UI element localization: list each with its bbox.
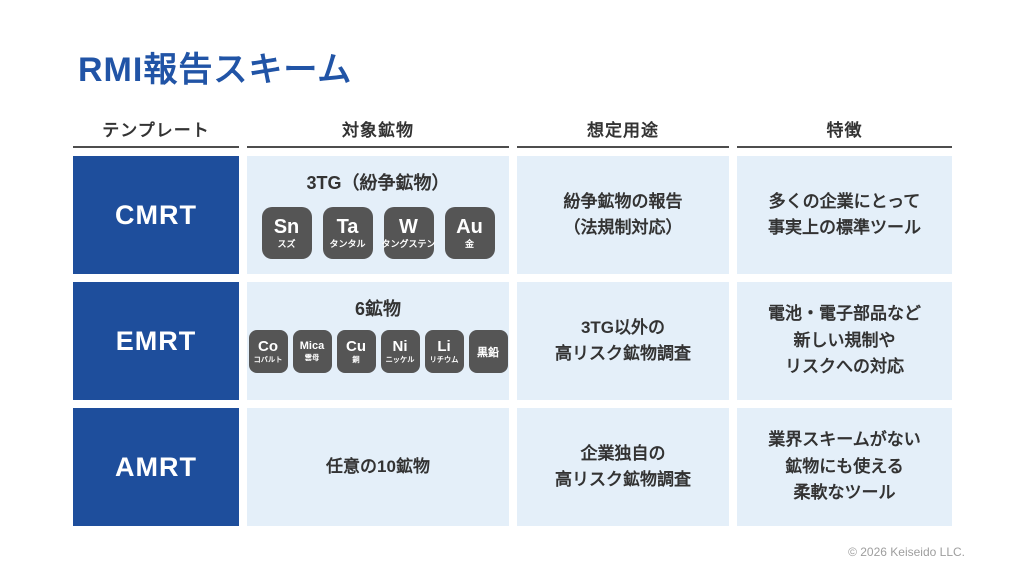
tile-symbol: Li: [437, 337, 451, 355]
use-cell-amrt: 企業独自の 高リスク鉱物調査: [517, 408, 729, 526]
mineral-tile-cu: Cu 銅: [336, 330, 376, 373]
use-cell-emrt: 3TG以外の 高リスク鉱物調査: [517, 282, 729, 400]
mineral-tiles-emrt: Co コバルト Mica 雲母 Cu 銅 Ni ニッケル Li リチウム: [248, 330, 508, 373]
footer-copyright: © 2026 Keiseido LLC.: [848, 545, 965, 559]
tile-symbol: Au: [456, 215, 483, 238]
mineral-tile-w: W タングステン: [381, 207, 436, 259]
tile-symbol: Sn: [273, 215, 300, 238]
tile-label: タングステン: [381, 238, 436, 249]
template-cell-amrt: AMRT: [73, 408, 239, 526]
tile-symbol: 黒鉛: [477, 346, 499, 359]
column-header-features: 特徴: [737, 120, 952, 148]
feature-cell-cmrt: 多くの企業にとって 事実上の標準ツール: [737, 156, 952, 274]
rmi-scheme-table: テンプレート 対象鉱物 想定用途 特徴 CMRT 3TG（紛争鉱物） Sn スズ…: [73, 120, 952, 526]
column-header-intended-use: 想定用途: [517, 120, 729, 148]
tile-label: リチウム: [429, 355, 459, 364]
minerals-cell-emrt: 6鉱物 Co コバルト Mica 雲母 Cu 銅 Ni ニッケル: [247, 282, 509, 400]
tile-label: 雲母: [304, 353, 320, 363]
tile-label: コバルト: [253, 355, 283, 364]
mineral-tile-ni: Ni ニッケル: [380, 330, 420, 373]
tile-label: 銅: [352, 355, 360, 364]
mineral-tile-sn: Sn スズ: [261, 207, 312, 259]
use-cell-cmrt: 紛争鉱物の報告 （法規制対応）: [517, 156, 729, 274]
minerals-title-cmrt: 3TG（紛争鉱物）: [306, 173, 450, 193]
column-header-template: テンプレート: [73, 120, 239, 148]
minerals-title-emrt: 6鉱物: [354, 299, 401, 319]
template-cell-emrt: EMRT: [73, 282, 239, 400]
tile-label: ニッケル: [385, 355, 415, 364]
minerals-cell-amrt: 任意の10鉱物: [247, 408, 509, 526]
mineral-tile-graphite: 黒鉛: [468, 330, 508, 373]
tile-symbol: Co: [258, 337, 278, 355]
feature-cell-amrt: 業界スキームがない 鉱物にも使える 柔軟なツール: [737, 408, 952, 526]
tile-symbol: W: [399, 215, 418, 238]
template-cell-cmrt: CMRT: [73, 156, 239, 274]
tile-symbol: Cu: [346, 337, 366, 355]
tile-symbol: Ta: [336, 215, 359, 238]
tile-label: タンタル: [329, 238, 366, 249]
minerals-cell-cmrt: 3TG（紛争鉱物） Sn スズ Ta タンタル W タングステン Au 金: [247, 156, 509, 274]
tile-symbol: Ni: [392, 337, 408, 355]
tile-label: スズ: [277, 238, 296, 249]
mineral-tiles-cmrt: Sn スズ Ta タンタル W タングステン Au 金: [261, 207, 495, 259]
tile-symbol: Mica: [299, 340, 325, 353]
mineral-tile-au: Au 金: [444, 207, 495, 259]
page-title: RMI報告スキーム: [78, 51, 353, 89]
mineral-tile-li: Li リチウム: [424, 330, 464, 373]
mineral-tile-co: Co コバルト: [248, 330, 288, 373]
tile-label: 金: [464, 238, 474, 249]
feature-cell-emrt: 電池・電子部品など 新しい規制や リスクへの対応: [737, 282, 952, 400]
mineral-tile-mica: Mica 雲母: [292, 330, 332, 373]
mineral-tile-ta: Ta タンタル: [322, 207, 373, 259]
column-header-target-minerals: 対象鉱物: [247, 120, 509, 148]
